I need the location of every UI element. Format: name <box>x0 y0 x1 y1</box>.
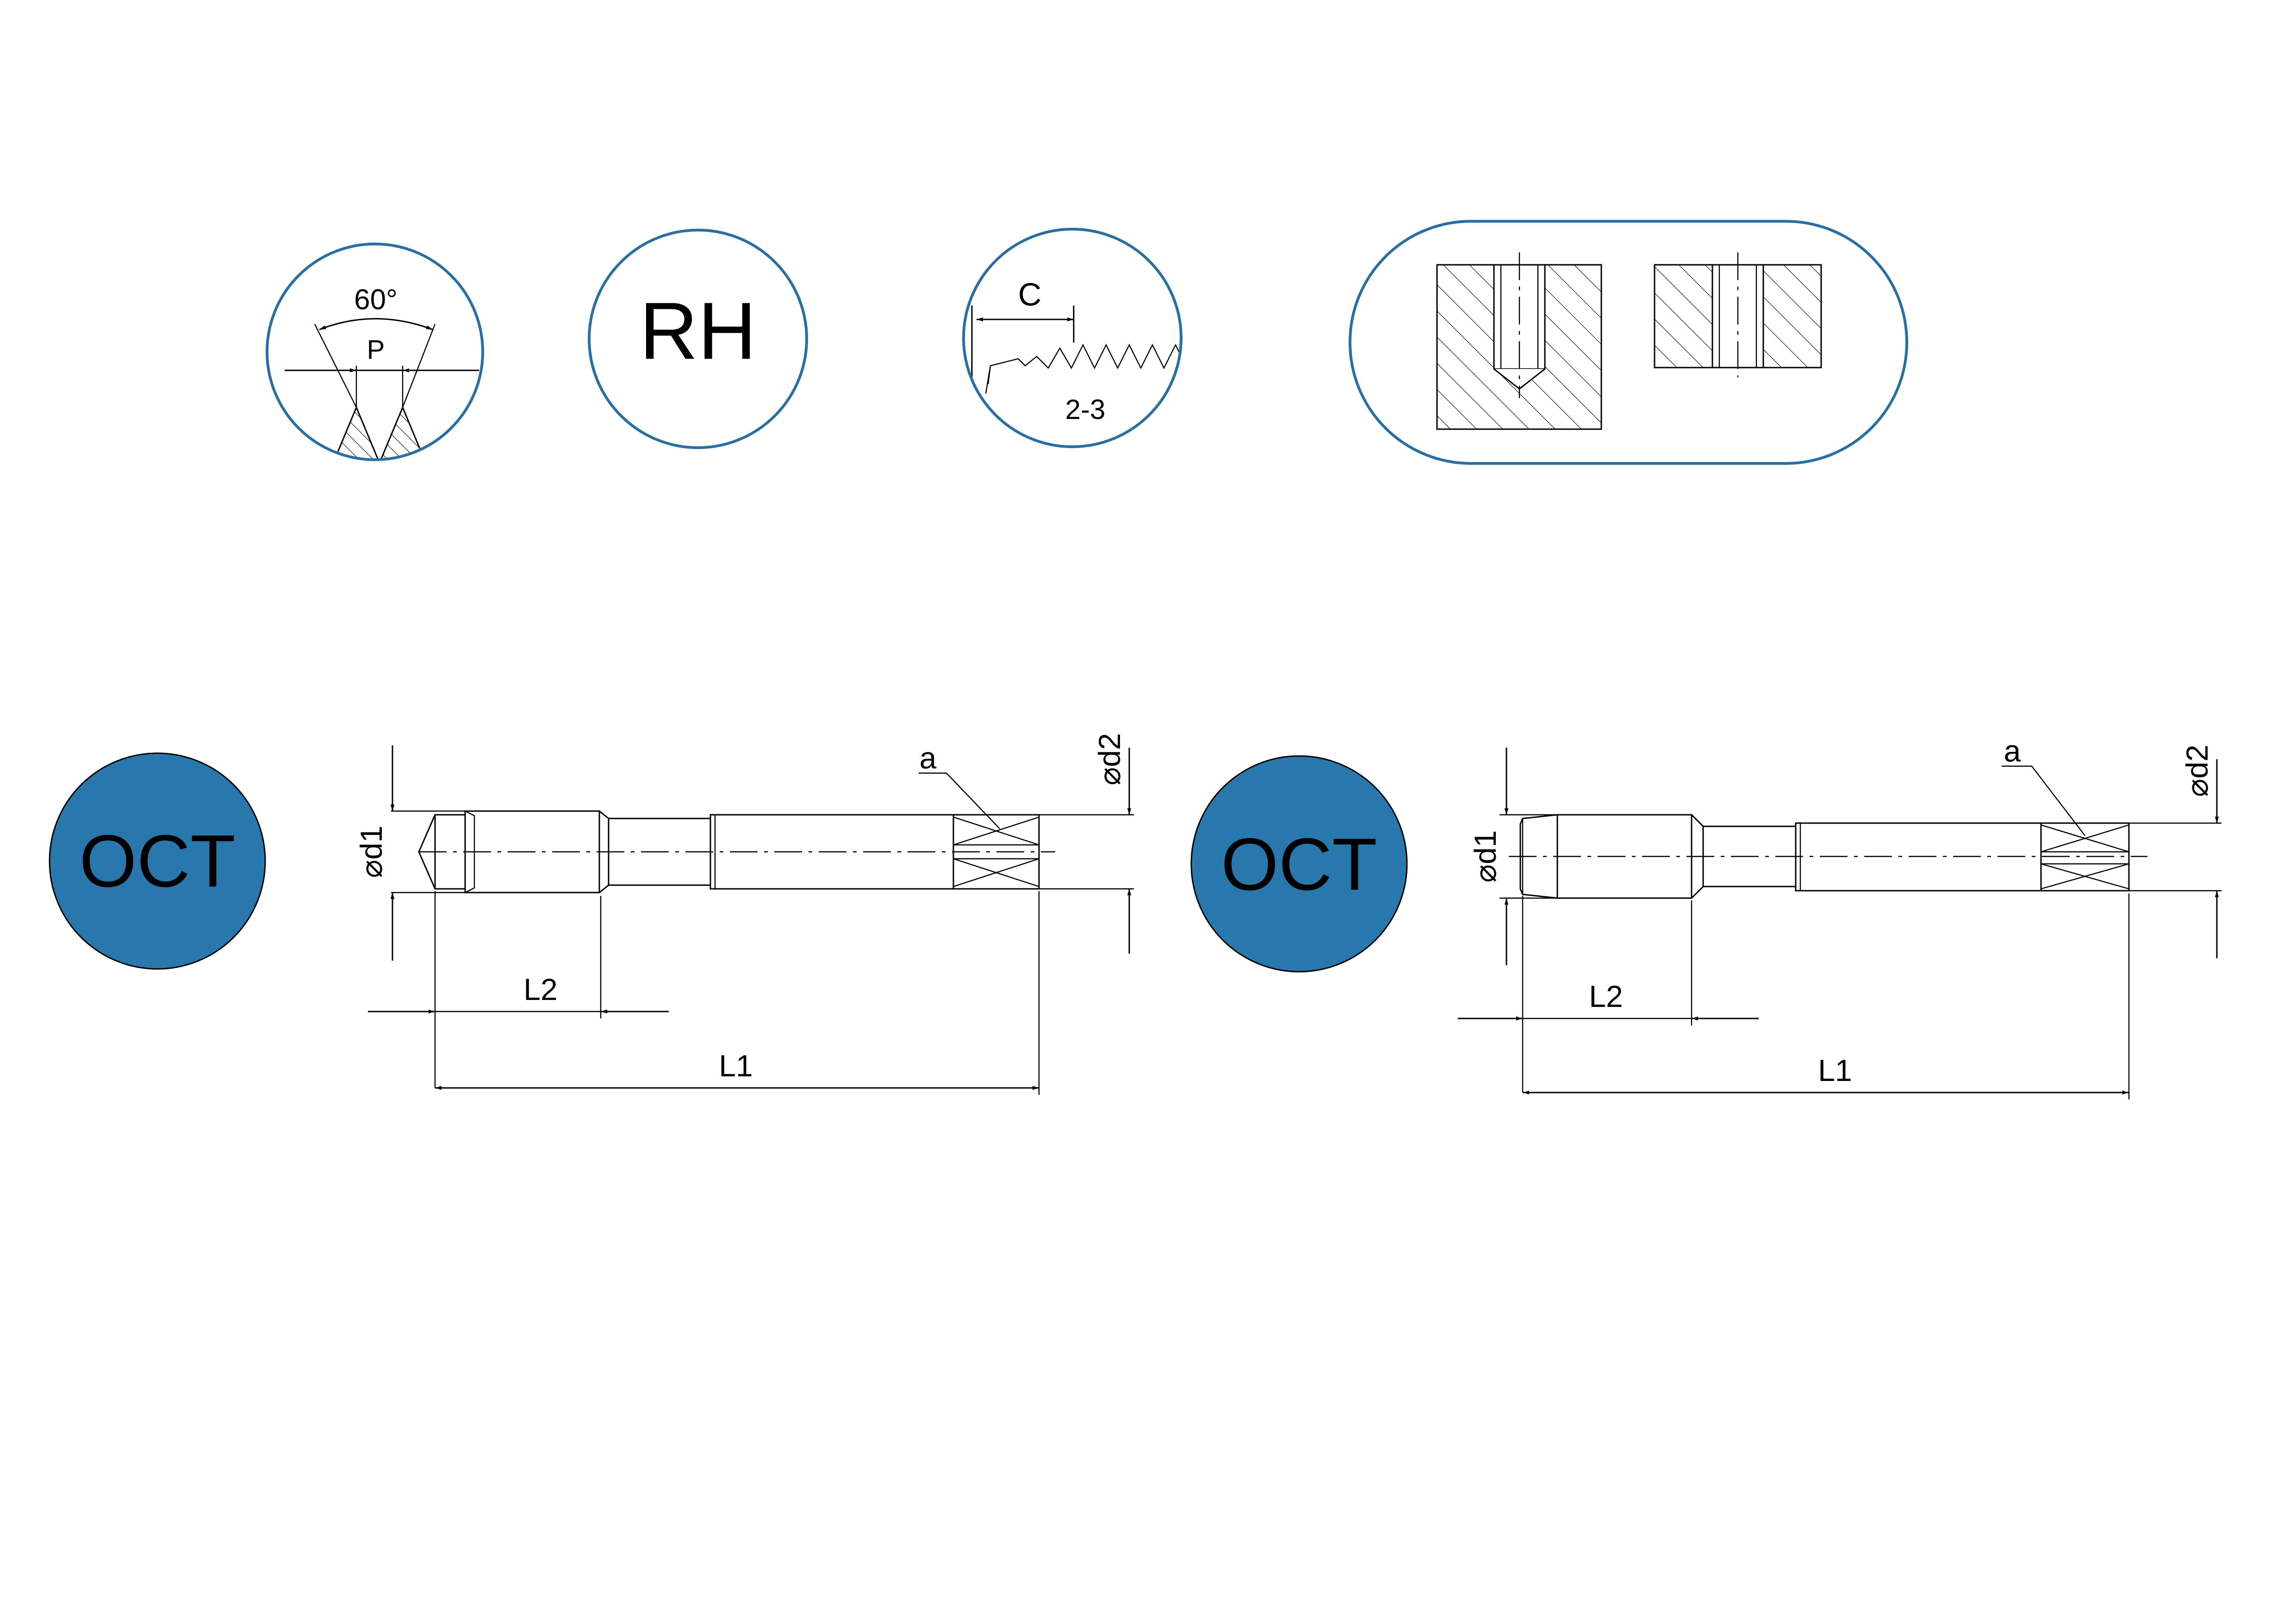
oct-badge-1: OCT <box>49 752 266 970</box>
diameter-symbol: ⌀ <box>1468 864 1502 883</box>
diameter-symbol: ⌀ <box>1092 767 1126 786</box>
square-drive-label: a <box>2004 734 2021 768</box>
oct-badge-2: OCT <box>1190 755 1408 973</box>
blind-hole-icon <box>1436 252 1602 430</box>
chamfer-threads-label: 2-3 <box>1065 394 1106 425</box>
thread-angle-label: 60° <box>354 284 398 316</box>
pitch-label: P <box>367 335 385 365</box>
d2-label: d2 <box>2180 744 2214 778</box>
rh-label: RH <box>640 286 757 376</box>
right-hand-thread-icon: RH <box>588 229 808 449</box>
chamfer-length-label: C <box>1018 276 1042 312</box>
chamfer-icon: C 2-3 <box>962 228 1182 448</box>
svg-text:⌀d2: ⌀d2 <box>2180 744 2214 797</box>
tap-drawing-1: ⌀d1 ⌀d2 a L2 L1 <box>354 733 1134 1095</box>
hole-types-icon <box>1349 220 1908 465</box>
d2-label: d2 <box>1092 733 1126 767</box>
diameter-symbol: ⌀ <box>2180 779 2214 797</box>
oct-badge-label: OCT <box>1221 823 1377 906</box>
d1-label: d1 <box>354 825 388 859</box>
svg-text:⌀d2: ⌀d2 <box>1092 733 1126 785</box>
L1-label: L1 <box>719 1049 753 1083</box>
L2-label: L2 <box>1589 979 1623 1013</box>
oct-badge-label: OCT <box>79 819 236 902</box>
diameter-symbol: ⌀ <box>354 860 388 878</box>
d1-label: d1 <box>1468 830 1502 864</box>
L1-label: L1 <box>1818 1053 1852 1087</box>
svg-text:⌀d1: ⌀d1 <box>1468 830 1502 882</box>
svg-text:⌀d1: ⌀d1 <box>354 825 388 878</box>
through-hole-icon <box>1654 252 1822 377</box>
tap-drawing-2: ⌀d1 ⌀d2 a L2 L1 <box>1458 734 2221 1099</box>
L2-label: L2 <box>523 972 557 1006</box>
thread-angle-icon: 60° P <box>266 243 484 461</box>
square-drive-label: a <box>920 741 937 775</box>
